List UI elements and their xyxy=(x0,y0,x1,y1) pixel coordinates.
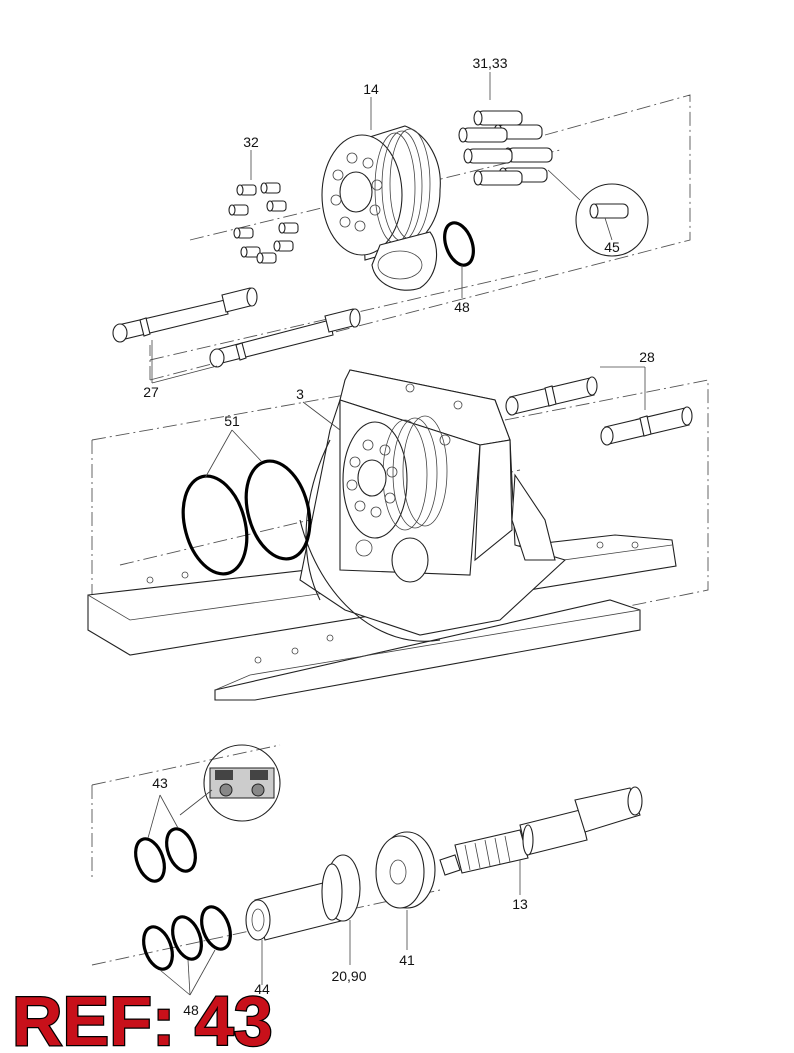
o-ring-pair-43 xyxy=(134,789,213,883)
shaft-27 xyxy=(112,287,361,368)
cylinder-block-14 xyxy=(321,125,441,291)
leader-lines xyxy=(151,72,646,985)
pin-set-32 xyxy=(228,182,299,264)
callout-27: 27 xyxy=(143,384,159,400)
washer-41 xyxy=(375,831,436,909)
callout-13: 13 xyxy=(512,896,528,912)
callout-43: 43 xyxy=(152,775,168,791)
o-ring-pair-51 xyxy=(181,429,312,576)
callout-48-bottom: 48 xyxy=(183,1002,199,1018)
callout-14: 14 xyxy=(363,81,379,97)
o-ring-set-48-bottom xyxy=(142,905,232,996)
callout-45: 45 xyxy=(604,239,620,255)
detail-circle-45 xyxy=(547,169,649,257)
callout-20-90: 20,90 xyxy=(331,968,366,984)
pin-28 xyxy=(505,376,693,446)
callout-32: 32 xyxy=(243,134,259,150)
sleeve-20-90 xyxy=(245,854,361,941)
callout-28: 28 xyxy=(639,349,655,365)
callout-41: 41 xyxy=(399,952,415,968)
piston-set-31-33 xyxy=(458,110,553,186)
housing-3 xyxy=(87,369,677,701)
callout-3: 3 xyxy=(296,386,304,402)
splined-shaft-13 xyxy=(439,786,643,876)
callout-48-top: 48 xyxy=(454,299,470,315)
o-ring-48-top xyxy=(443,221,475,267)
callout-51: 51 xyxy=(224,413,240,429)
callout-44: 44 xyxy=(254,981,270,997)
callout-31-33: 31,33 xyxy=(472,55,507,71)
seal-section-detail xyxy=(203,744,281,822)
ref-label: REF: 43 xyxy=(12,982,273,1053)
